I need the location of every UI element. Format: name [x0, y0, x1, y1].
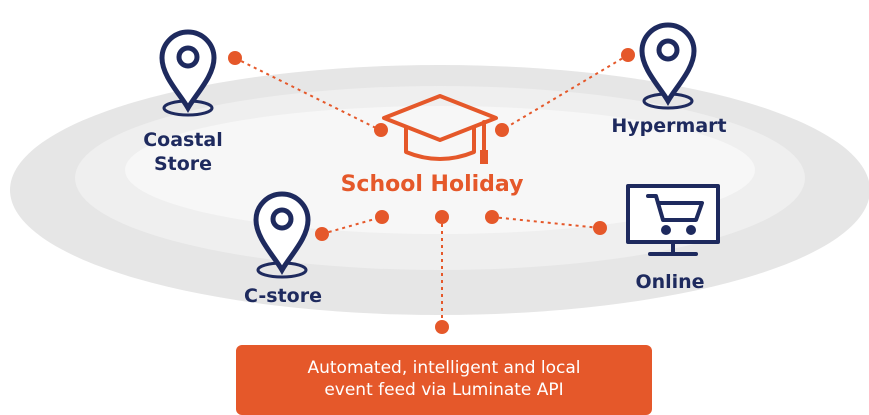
- online-label: Online: [635, 271, 705, 293]
- graduation-cap-icon: [382, 94, 498, 164]
- dot-center-right: [495, 123, 509, 137]
- hypermart-label: Hypermart: [611, 115, 727, 137]
- connector-cstore: [321, 216, 383, 235]
- center-event-title: School Holiday: [340, 172, 524, 197]
- location-pin-icon: [253, 191, 311, 279]
- event-feed-box: Automated, intelligent and local event f…: [236, 345, 652, 415]
- c-store-label: C-store: [244, 285, 322, 307]
- dot-hypermart: [621, 48, 635, 62]
- dot-coastal: [228, 51, 242, 65]
- dot-center-bottom: [435, 210, 449, 224]
- coastal-label-line1: Coastal: [143, 129, 223, 151]
- dot-online: [593, 221, 607, 235]
- location-pin-icon: [159, 29, 217, 117]
- coastal-store-label: Coastal Store: [128, 128, 238, 176]
- feed-text-line1: Automated, intelligent and local: [307, 358, 581, 378]
- connector-coastal: [234, 57, 381, 131]
- dot-center-bottom-left: [375, 210, 389, 224]
- monitor-cart-icon: [626, 184, 720, 256]
- dot-feed: [435, 320, 449, 334]
- dot-center-left: [374, 123, 388, 137]
- coastal-label-line2: Store: [153, 153, 213, 175]
- dot-center-bottom-right: [485, 210, 499, 224]
- location-pin-icon: [639, 22, 697, 110]
- dot-cstore: [315, 227, 329, 241]
- feed-text-line2: event feed via Luminate API: [324, 380, 564, 400]
